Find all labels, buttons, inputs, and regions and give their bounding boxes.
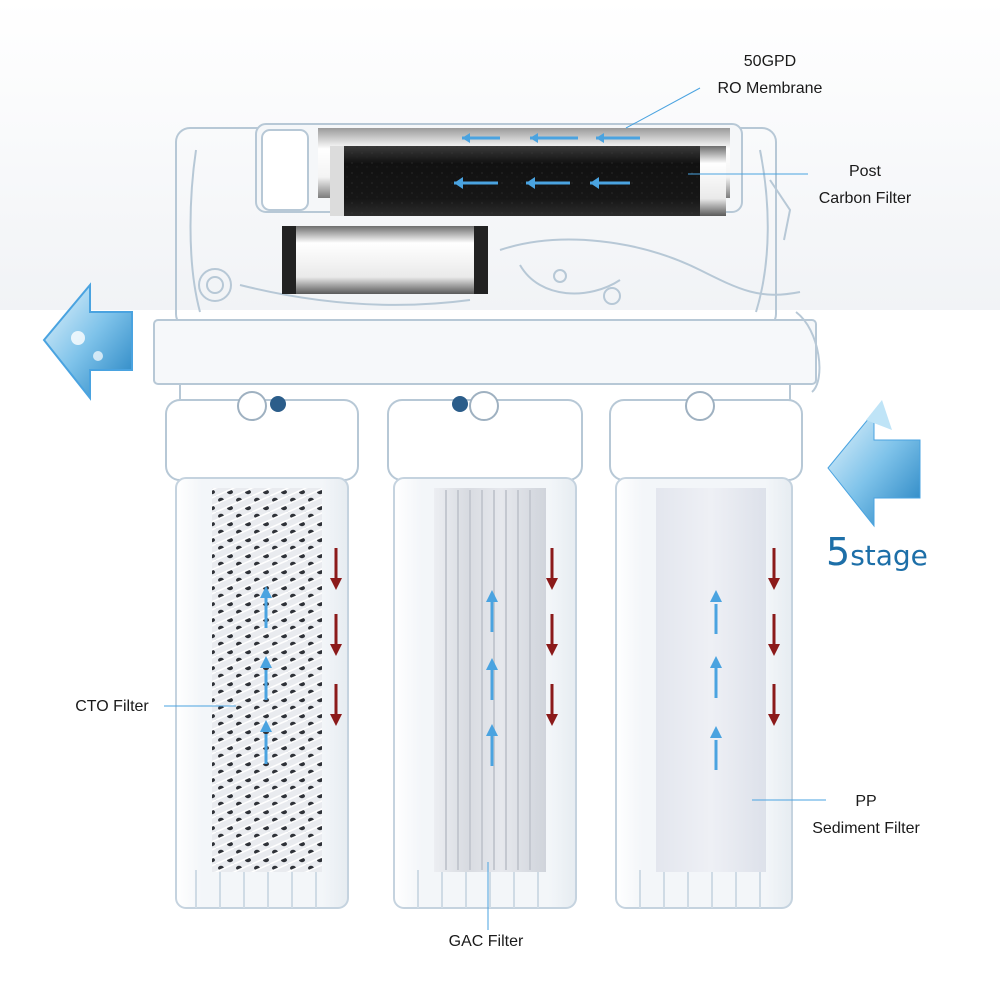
stage-count-number: 5	[826, 530, 851, 574]
gac-pleats	[445, 490, 531, 870]
stage-count-badge: 5stage	[826, 530, 928, 574]
label-post-carbon-line1: Post	[848, 163, 881, 180]
label-post-carbon: Post Carbon Filter	[800, 158, 930, 212]
label-cto: CTO Filter	[62, 693, 162, 720]
pp-cartridge	[656, 488, 766, 872]
water-inlet-arrow-icon	[827, 400, 921, 528]
gac-cartridge	[434, 488, 546, 872]
leader-ro-membrane	[625, 87, 701, 129]
label-ro-membrane-line1: 50GPD	[743, 53, 797, 70]
upflow-arrows	[260, 586, 722, 770]
downflow-arrows	[330, 548, 780, 726]
label-post-carbon-line2: Carbon Filter	[818, 190, 912, 207]
label-cto-text: CTO Filter	[75, 698, 149, 715]
post-carbon-cartridge	[330, 146, 726, 216]
label-gac-text: GAC Filter	[448, 933, 524, 950]
label-gac: GAC Filter	[436, 928, 536, 955]
water-outlet-arrow-icon	[42, 282, 133, 401]
label-pp-line1: PP	[855, 793, 877, 810]
label-ro-membrane-line2: RO Membrane	[717, 80, 823, 97]
label-pp-sediment: PP Sediment Filter	[796, 788, 936, 842]
label-pp-line2: Sediment Filter	[812, 820, 920, 837]
stage-count-word: stage	[850, 539, 928, 572]
top-flow-arrows	[454, 133, 640, 189]
lower-top-cartridge	[282, 226, 488, 294]
label-ro-membrane: 50GPD RO Membrane	[700, 48, 840, 102]
leader-lines	[164, 87, 826, 930]
